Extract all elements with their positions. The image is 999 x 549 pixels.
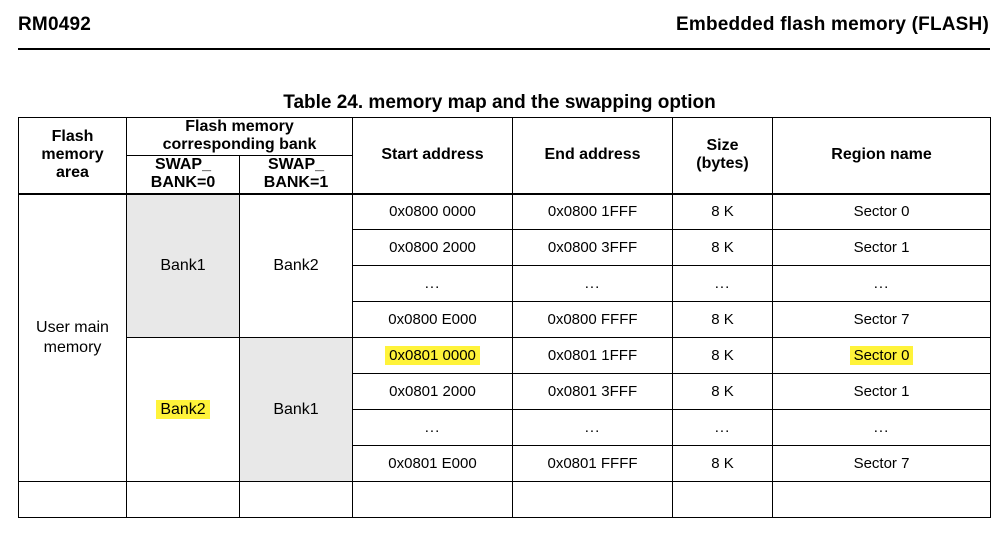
cell-flash-memory-area: User main memory <box>18 192 127 483</box>
table-row: 0x0800 2000 0x0800 3FFF 8 K Sector 1 <box>19 229 992 267</box>
table-caption: Table 24. memory map and the swapping op… <box>283 92 716 113</box>
cell-region-name: Sector 7 <box>772 301 992 339</box>
cell-swap1-bank-group-2: Bank1 <box>238 337 354 483</box>
cell-start-address: 0x0800 0000 <box>352 192 514 231</box>
cell-start-address: 0x0801 0000 <box>352 337 514 375</box>
start-address-highlighted: 0x0801 0000 <box>385 346 480 366</box>
cell-region-name: Sector 0 <box>772 337 992 375</box>
cell-size: ... <box>672 409 774 447</box>
table-body: User main memory Bank1 Bank2 0x0800 0000… <box>18 192 992 519</box>
area-label-line2: memory <box>43 338 102 356</box>
cell-end-address-next <box>512 481 674 519</box>
header-area-line1: Flash <box>51 127 94 145</box>
header-size-line1: Size <box>706 136 739 154</box>
header-flash-memory-area: Flash memory area <box>18 116 127 195</box>
cell-end-address: 0x0800 3FFF <box>512 229 674 267</box>
area-label-line1: User main <box>36 318 109 336</box>
cell-start-address: 0x0801 E000 <box>352 445 514 483</box>
chapter-title: Embedded flash memory (FLASH) <box>675 14 989 35</box>
header-start-address: Start address <box>352 116 514 195</box>
cell-size: 8 K <box>672 192 774 231</box>
cell-end-address: 0x0801 FFFF <box>512 445 674 483</box>
table-header-row-2: SWAP_ BANK=0 SWAP_ BANK=1 <box>19 154 991 195</box>
cell-region-name: ... <box>772 409 992 447</box>
cell-flash-memory-area-next <box>18 481 127 519</box>
cell-swap0-bank-group-1: Bank1 <box>126 192 240 339</box>
header-area-line3: area <box>56 164 89 182</box>
header-swap-bank-0: SWAP_ BANK=0 <box>126 154 240 195</box>
cell-start-address: 0x0800 E000 <box>352 301 514 339</box>
header-bank-line2: corresponding bank <box>162 136 317 154</box>
header-bank-line1: Flash memory <box>185 118 294 135</box>
cell-swap1-bank-next <box>238 481 354 519</box>
cell-end-address: 0x0801 1FFF <box>512 337 674 375</box>
cell-region-name: ... <box>772 265 992 303</box>
header-swap-bank-1: SWAP_ BANK=1 <box>238 154 354 195</box>
cell-end-address: ... <box>512 265 674 303</box>
table-row: Bank2 Bank1 0x0801 0000 0x0801 1FFF 8 K … <box>19 337 992 483</box>
cell-swap1-bank-group-1: Bank2 <box>238 192 354 339</box>
header-divider <box>18 48 990 50</box>
cell-start-address: ... <box>352 409 514 447</box>
header-area-line2: memory <box>41 146 104 164</box>
cell-start-address: ... <box>352 265 514 303</box>
cell-swap0-bank-next <box>126 481 240 519</box>
header-swap0-line1: SWAP_ <box>154 155 211 173</box>
header-end-address: End address <box>512 116 674 195</box>
cell-region-name: Sector 1 <box>772 373 992 411</box>
cell-start-address-next <box>352 481 514 519</box>
region-name-highlighted: Sector 0 <box>849 346 914 366</box>
table-row: 0x0800 E000 0x0800 FFFF 8 K Sector 7 <box>19 301 992 339</box>
header-swap1-line1: SWAP_ <box>268 155 325 173</box>
table-row-partial <box>18 481 992 519</box>
header-size-line2: (bytes) <box>696 155 749 173</box>
cell-size: 8 K <box>672 229 774 267</box>
cell-size: 8 K <box>672 337 774 375</box>
cell-region-name-next <box>772 481 992 519</box>
header-region-name: Region name <box>772 116 992 195</box>
cell-size: ... <box>672 265 774 303</box>
header-swap1-line2: BANK=1 <box>263 174 329 192</box>
header-corresponding-bank: Flash memory corresponding bank <box>125 117 354 156</box>
cell-size: 8 K <box>672 301 774 339</box>
table-row: User main memory Bank1 Bank2 0x0800 0000… <box>18 192 992 483</box>
cell-start-address: 0x0801 2000 <box>352 373 514 411</box>
cell-end-address: 0x0801 3FFF <box>512 373 674 411</box>
memory-map-table-wrapper: Flash memory area Flash memory correspon… <box>18 116 992 519</box>
table-row: ... ... ... ... <box>19 265 992 303</box>
cell-region-name: Sector 0 <box>772 192 992 231</box>
cell-start-address: 0x0800 2000 <box>352 229 514 267</box>
cell-size: 8 K <box>672 373 774 411</box>
header-swap0-line2: BANK=0 <box>150 174 216 192</box>
cell-size: 8 K <box>672 445 774 483</box>
cell-end-address: 0x0800 1FFF <box>512 192 674 231</box>
table-row: 0x0801 2000 0x0801 3FFF 8 K Sector 1 <box>19 373 992 411</box>
cell-size-next <box>672 481 774 519</box>
cell-region-name: Sector 7 <box>772 445 992 483</box>
page-header: RM0492 Embedded flash memory (FLASH) <box>0 0 999 52</box>
cell-swap0-bank-group-2: Bank2 <box>126 337 240 483</box>
cell-end-address: ... <box>512 409 674 447</box>
document-id: RM0492 <box>18 14 92 35</box>
bank2-highlighted-label: Bank2 <box>156 399 210 419</box>
memory-map-table: Flash memory area Flash memory correspon… <box>18 116 992 519</box>
cell-end-address: 0x0800 FFFF <box>512 301 674 339</box>
header-size: Size (bytes) <box>672 116 774 195</box>
cell-region-name: Sector 1 <box>772 229 992 267</box>
table-header-row-1: Flash memory area Flash memory correspon… <box>18 116 992 195</box>
table-head: Flash memory area Flash memory correspon… <box>18 116 992 195</box>
table-row: ... ... ... ... <box>19 409 992 447</box>
